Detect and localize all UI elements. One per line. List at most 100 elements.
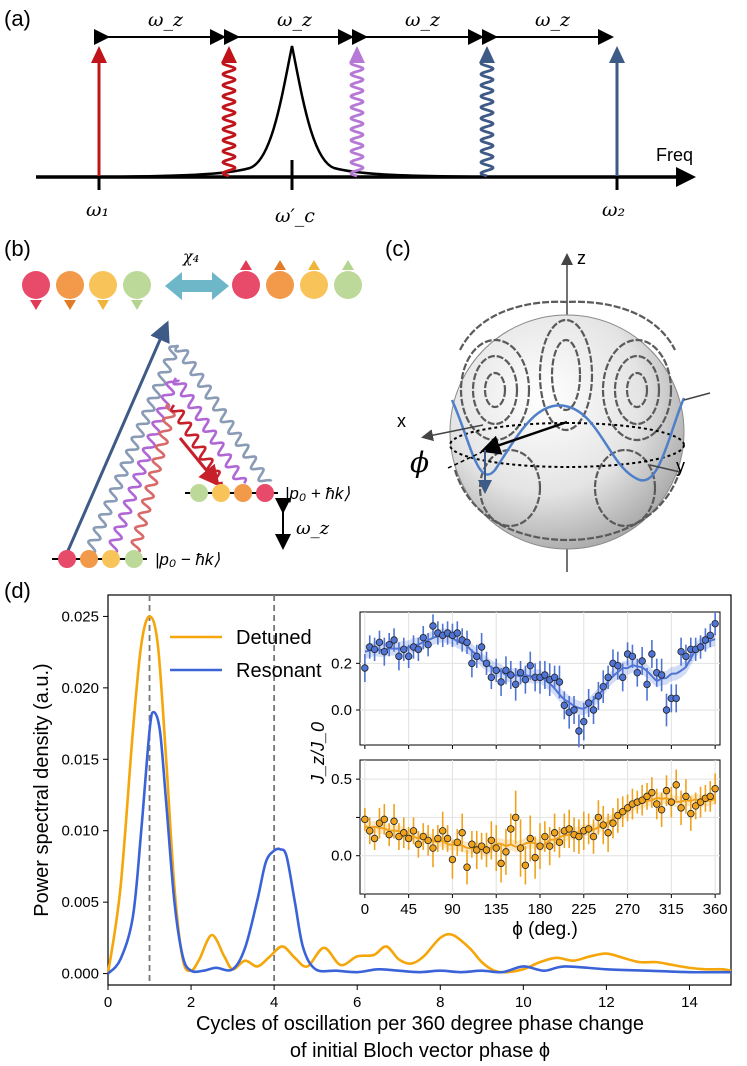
inset-data-point [696, 643, 705, 651]
psd-ylabel: Power spectral density (a.u.) [31, 663, 53, 916]
inset-data-point [414, 645, 423, 654]
y-axis [649, 464, 681, 473]
inset-data-point [609, 819, 617, 827]
inset-data-point [589, 832, 598, 841]
inset-xtick-label: 90 [444, 901, 461, 918]
z-axis-label: z [577, 248, 586, 268]
inset-data-point [687, 809, 695, 818]
psd-ytick-label: 0.000 [61, 966, 99, 983]
inset-data-point [648, 788, 656, 797]
inset-ytick-label: 0.2 [331, 655, 352, 672]
coupling-label: χ₄ [182, 247, 199, 266]
legend-label-resonant: Resonant [236, 660, 322, 682]
spacing-label-4: ω_z [535, 9, 571, 31]
label-omega-c: ω′_c [275, 205, 315, 227]
inset-data-point [711, 785, 719, 793]
spacing-label-3: ω_z [405, 9, 441, 31]
inset-data-point [638, 657, 646, 665]
inset-data-point [468, 659, 476, 668]
inset-data-point [482, 846, 491, 854]
transition-wavy-red-up [130, 403, 176, 555]
psd-ytick-label: 0.005 [61, 894, 99, 911]
inset-data-point [477, 842, 486, 850]
inset-data-point [409, 827, 418, 835]
inset-data-point [390, 636, 398, 644]
bloch-trajectory [450, 397, 686, 482]
transition-wavy-slate-down [174, 344, 273, 483]
inset-data-point [546, 842, 554, 850]
label-omega2: ω₂ [602, 199, 625, 221]
panel-b-label: (b) [4, 236, 31, 261]
inset-data-point [550, 673, 559, 682]
psd-series-detuned [106, 615, 732, 974]
inset-data-point [638, 796, 646, 804]
inset-data-point [633, 668, 641, 677]
wavy-arrow-violet [349, 60, 365, 178]
inset-data-point [511, 680, 520, 689]
spacing-label-2: ω_z [277, 9, 313, 31]
inset-data-point [424, 640, 432, 649]
freq-axis-arrowhead [676, 167, 696, 187]
panel-a-label: (a) [4, 6, 31, 31]
inset-data-point [370, 645, 379, 654]
inset-data-point [419, 832, 427, 841]
inset-data-point [536, 842, 544, 850]
inset-data-point [380, 647, 389, 656]
inset-data-point [682, 652, 690, 661]
legend-label-detuned: Detuned [236, 627, 312, 649]
inset-data-point [662, 786, 671, 795]
transition-wavy-violet-up [108, 379, 180, 555]
flow-lines [453, 300, 682, 542]
inset-data-point [366, 827, 374, 835]
inset-xtick-label: 270 [615, 901, 640, 918]
inset-data-point [385, 830, 393, 839]
inset-data-point [526, 834, 534, 843]
phase-marker [447, 451, 483, 469]
inset-data-point [623, 804, 632, 812]
inset-data-point [521, 861, 530, 869]
psd-xtick-label: 0 [104, 994, 112, 1011]
inset-data-point [599, 821, 607, 829]
inset-data-point [677, 804, 685, 812]
inset-data-point [434, 834, 442, 843]
inset-xtick-label: 135 [484, 901, 509, 918]
inset-data-point [429, 622, 437, 630]
psd-xlabel-line2: of initial Bloch vector phase ϕ [290, 1040, 550, 1062]
inset-data-point [487, 836, 496, 845]
inset-ytick-label: 0.0 [331, 848, 352, 865]
inset-data-point [526, 661, 534, 670]
inset-data-point [653, 800, 661, 808]
inset-data-point [400, 829, 408, 837]
inset-data-point [691, 802, 700, 810]
arrowhead-wavy-red [221, 46, 237, 63]
inset-data-point [424, 836, 432, 845]
x-axis-label: x [397, 411, 406, 431]
psd-xtick-label: 10 [515, 994, 532, 1011]
inset-data-point [541, 832, 549, 841]
y-axis-back [683, 392, 711, 401]
inset-ytick-label: 0.5 [331, 771, 352, 788]
inset-data-point [643, 792, 651, 801]
inset-data-point [657, 806, 666, 814]
spacing-label-1: ω_z [148, 9, 184, 31]
inset-data-point [531, 853, 539, 862]
inset-data-point [375, 819, 384, 827]
transition-wavy-violet-down [172, 377, 248, 484]
state-lower-label: |p₀ − ħk⟩ [155, 550, 220, 569]
inset-data-point [672, 781, 680, 789]
x-axis [421, 424, 484, 442]
state-lower-atoms [58, 550, 143, 568]
inset-data-point [643, 680, 651, 689]
inset-data-point [492, 666, 500, 675]
inset-data-point [439, 827, 447, 835]
inset-data-point [502, 666, 510, 675]
inset-data-point [541, 671, 549, 679]
inset-data-point [711, 619, 719, 628]
inset-xtick-label: 45 [400, 901, 417, 918]
inset-data-point [463, 863, 471, 871]
inset-data-point [370, 834, 379, 843]
inset-data-point [584, 825, 593, 833]
psd-xtick-label: 14 [681, 994, 698, 1011]
